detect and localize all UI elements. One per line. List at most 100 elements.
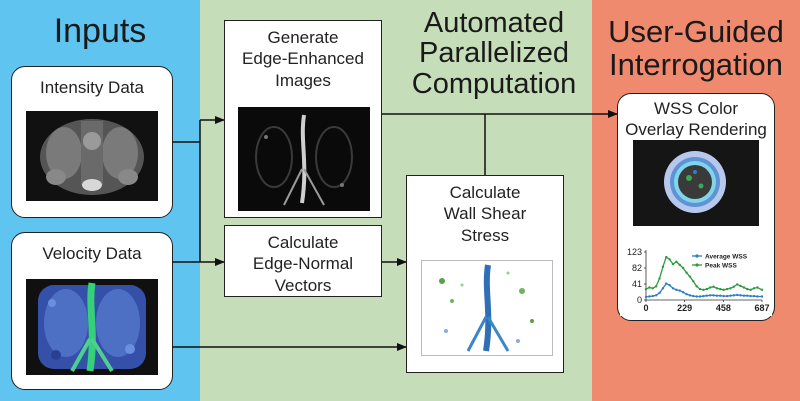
automated-title-line-2: Parallelized	[419, 37, 569, 70]
series-1-point	[658, 277, 661, 280]
series-0-point	[678, 289, 681, 292]
edge-enhanced-image	[238, 107, 370, 211]
inputs-title: Inputs	[53, 12, 147, 50]
series-0-point	[735, 293, 739, 297]
series-0-point	[671, 287, 675, 290]
chart-x-tick-label: 687	[754, 303, 769, 313]
legend-marker-0	[695, 254, 699, 258]
series-0-point	[732, 294, 736, 297]
series-1-point	[756, 286, 759, 289]
series-0-point	[705, 294, 708, 297]
series-0-point	[752, 294, 756, 298]
user-guided-title: User-Guided Interrogation	[592, 14, 800, 82]
series-1-point	[678, 263, 681, 267]
series-0-point	[702, 294, 705, 298]
series-0-point	[651, 294, 654, 298]
series-1-point	[675, 260, 678, 263]
intensity-data-box: Intensity Data	[11, 66, 173, 218]
automated-title-line-1: Automated	[423, 7, 565, 39]
edge-normal-line-2: Edge-Normal	[252, 254, 354, 274]
series-1-point	[665, 255, 668, 259]
series-0-point	[654, 294, 658, 297]
velocity-data-box: Velocity Data	[11, 232, 173, 390]
chart-x-tick-label: 0	[643, 303, 648, 313]
edge-normal-title: Calculate Edge-Normal Vectors	[225, 232, 381, 296]
series-1-point	[668, 258, 671, 261]
series-1-point	[752, 287, 756, 290]
series-0-point	[695, 295, 698, 298]
series-0-point	[729, 294, 732, 297]
series-1-point	[742, 286, 746, 289]
series-0-point	[688, 294, 692, 297]
series-1-point	[732, 285, 736, 288]
chart-y-tick-label: 0	[637, 295, 642, 305]
legend-label-0: Average WSS	[705, 254, 748, 261]
series-0-point	[658, 291, 661, 295]
series-1-point	[719, 287, 722, 291]
series-0-point	[692, 294, 695, 298]
series-0-point	[708, 294, 712, 297]
series-1-point	[698, 287, 702, 291]
chart-y-tick-label: 123	[627, 247, 642, 257]
series-0-point	[739, 294, 742, 297]
series-1-point	[739, 284, 742, 288]
series-1-point	[644, 287, 648, 291]
wss-overlay-image	[633, 140, 759, 226]
edge-normal-line-3: Vectors	[274, 275, 332, 295]
legend-marker-1	[695, 263, 699, 267]
series-1-point	[735, 283, 739, 286]
series-0-point	[648, 295, 651, 298]
series-0-point	[719, 294, 722, 297]
user-guided-title-line-1: User-Guided	[608, 14, 784, 49]
wss-title: Calculate Wall Shear Stress	[407, 182, 563, 246]
series-0-point	[725, 294, 729, 298]
series-1-point	[692, 280, 695, 283]
series-0-point	[668, 283, 671, 287]
wss-box: Calculate Wall Shear Stress	[406, 175, 564, 373]
velocity-image	[26, 279, 158, 375]
series-0-point	[698, 295, 702, 298]
series-0-point	[681, 290, 685, 294]
series-1-point	[729, 287, 732, 290]
rendering-title: WSS Color Overlay Rendering	[618, 98, 774, 141]
chart-x-tick-label: 229	[677, 303, 692, 313]
rendering-line-2: Overlay Rendering	[625, 120, 767, 140]
edge-enhanced-line-3: Images	[275, 70, 331, 90]
series-1-point	[722, 288, 725, 292]
edge-enhanced-line-2: Edge-Enhanced	[242, 49, 364, 69]
series-0-point	[661, 287, 665, 290]
user-guided-title-line-2: Interrogation	[608, 46, 784, 82]
series-0-point	[665, 282, 668, 285]
chart-y-tick-label: 82	[632, 263, 642, 273]
edge-enhanced-title: Generate Edge-Enhanced Images	[225, 27, 381, 91]
edge-enhanced-line-1: Generate	[267, 28, 339, 47]
series-1-point	[651, 287, 654, 290]
velocity-data-label: Velocity Data	[42, 244, 142, 263]
series-0-point	[749, 294, 752, 298]
series-1-point	[760, 288, 764, 292]
intensity-data-label: Intensity Data	[40, 78, 144, 97]
series-1-point	[688, 275, 692, 278]
chart-x-tick-label: 458	[716, 303, 731, 313]
series-1-point	[654, 285, 658, 288]
series-0-point	[675, 288, 678, 292]
series-0-point	[712, 294, 715, 297]
series-0-point	[685, 292, 688, 296]
series-0-point	[722, 294, 725, 298]
series-1-point	[705, 287, 708, 291]
series-1-point	[702, 288, 705, 292]
edge-normal-line-1: Calculate	[267, 233, 339, 252]
wss-line-2: Wall Shear	[443, 204, 527, 224]
series-1-point	[708, 286, 712, 289]
series-0-point	[742, 294, 746, 297]
series-1-point	[695, 285, 698, 288]
series-0-point	[644, 295, 648, 299]
series-0-point	[715, 294, 719, 297]
series-0-point	[756, 295, 759, 298]
rendering-line-1: WSS Color	[653, 99, 739, 118]
series-1-point	[661, 265, 665, 269]
series-1-point	[746, 287, 749, 291]
series-0-point	[760, 295, 764, 298]
